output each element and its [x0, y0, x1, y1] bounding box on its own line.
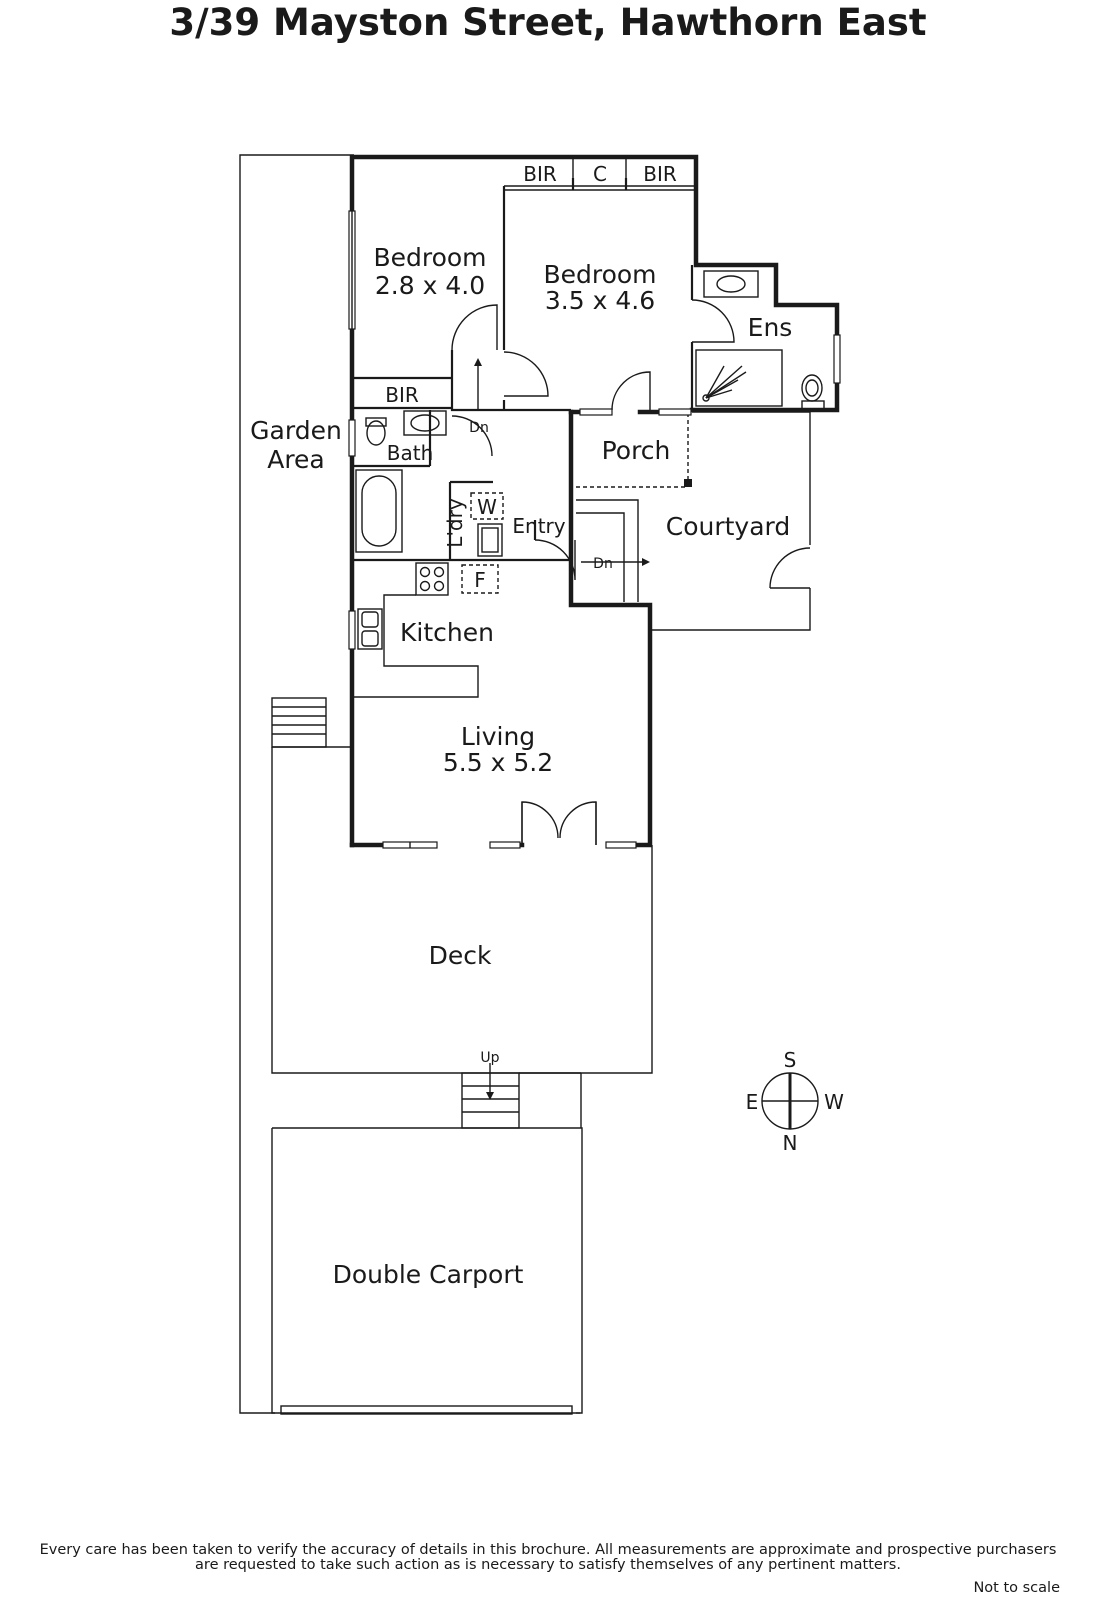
ens-label: Ens	[748, 313, 793, 342]
compass-labels: S N E W	[746, 1048, 844, 1155]
laundry-label: L'dry	[443, 498, 467, 548]
compass-west: W	[824, 1090, 844, 1114]
disclaimer-line2: are requested to take such action as is …	[195, 1557, 901, 1573]
scale-note: Not to scale	[973, 1580, 1060, 1596]
entry-label: Entry	[512, 514, 565, 538]
living-name: Living	[461, 722, 535, 751]
disclaimer: Every care has been taken to verify the …	[0, 1543, 1096, 1573]
deck-label: Deck	[429, 941, 492, 970]
deck-outline	[271, 697, 653, 1129]
site-boundary	[239, 154, 580, 1414]
bir-top-left-label: BIR	[523, 162, 557, 186]
carport-label: Double Carport	[333, 1260, 524, 1289]
doors	[451, 299, 735, 845]
compass-east: E	[746, 1090, 759, 1114]
living-size: 5.5 x 5.2	[443, 748, 553, 777]
bedroom1-name: Bedroom	[373, 243, 486, 272]
washer-label: W	[477, 495, 497, 519]
page-title: 3/39 Mayston Street, Hawthorn East	[169, 1, 927, 44]
robes-top	[504, 157, 696, 191]
garden-area-line2: Area	[267, 445, 325, 474]
cupboard-label: C	[593, 162, 607, 186]
fixture-labels: BIR C BIR BIR W F Dn Dn Up	[385, 162, 677, 1066]
carport-outline	[271, 1127, 583, 1415]
courtyard-label: Courtyard	[666, 512, 791, 541]
bedroom2-name: Bedroom	[543, 260, 656, 289]
fixtures	[355, 270, 825, 650]
stairs-up-deck-label: Up	[480, 1050, 499, 1066]
porch-label: Porch	[602, 436, 671, 465]
compass-south: S	[784, 1048, 797, 1072]
bir-top-right-label: BIR	[643, 162, 677, 186]
stairs-down-hall-label: Dn	[469, 420, 489, 436]
building-walls	[349, 154, 840, 848]
bedroom2-size: 3.5 x 4.6	[545, 286, 655, 315]
disclaimer-line1: Every care has been taken to verify the …	[39, 1542, 1057, 1558]
bath-label: Bath	[387, 441, 434, 465]
garden-area-line1: Garden	[250, 416, 342, 445]
room-labels: Bedroom 2.8 x 4.0 Bedroom 3.5 x 4.6 Gard…	[250, 243, 792, 1289]
compass-north: N	[783, 1131, 798, 1155]
bir-lower-label: BIR	[385, 383, 419, 407]
compass-icon	[761, 1072, 819, 1130]
bedroom1-size: 2.8 x 4.0	[375, 271, 485, 300]
fridge-label: F	[474, 568, 486, 592]
kitchen-label: Kitchen	[400, 618, 494, 647]
stairs-down-entry-label: Dn	[593, 556, 613, 572]
windows	[348, 210, 841, 849]
